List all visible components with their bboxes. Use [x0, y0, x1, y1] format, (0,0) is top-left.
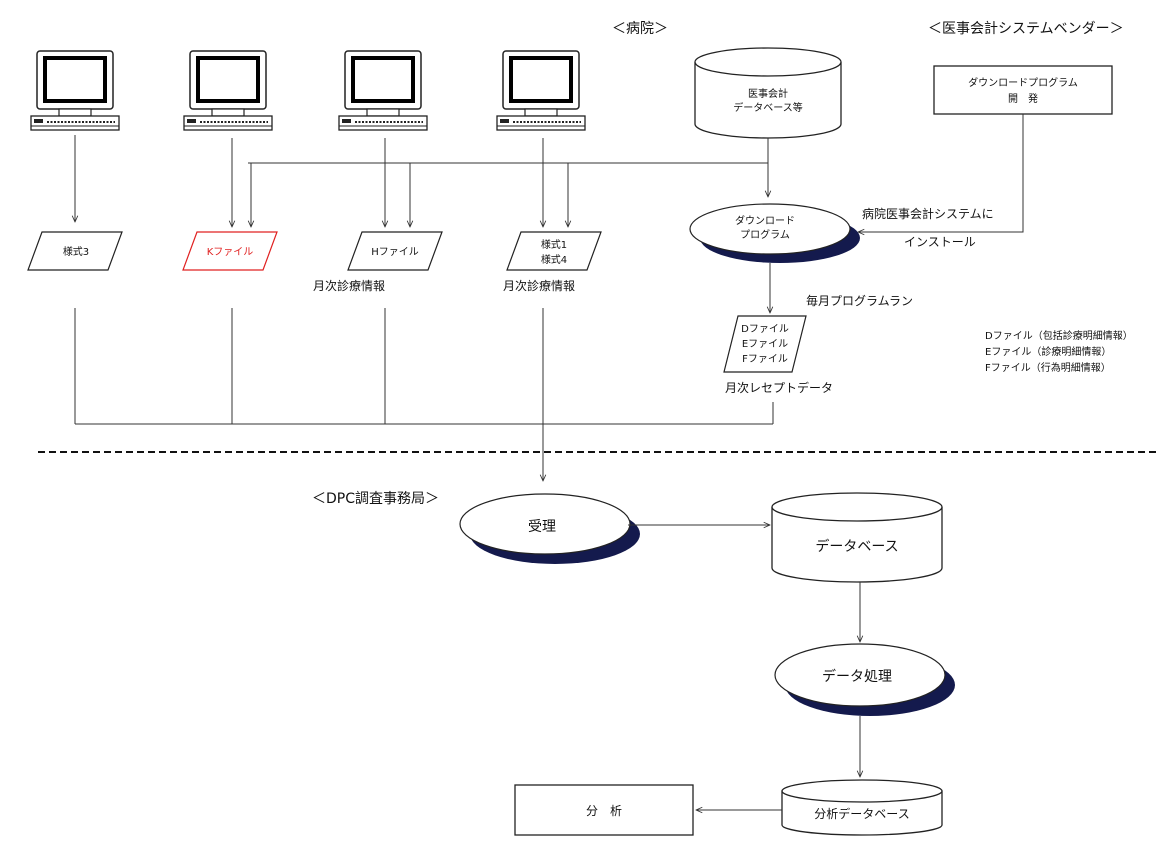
hospital-db-label-1: 医事会計: [748, 87, 788, 100]
install-arrow: [858, 114, 1024, 232]
legend-item: Eファイル（診療明細情報）: [985, 345, 1111, 358]
analysis-label: 分 析: [586, 804, 622, 818]
kfile-file: Kファイル: [182, 231, 278, 271]
program-development-box: ダウンロードプログラム 開 発: [933, 65, 1113, 115]
monthly-medical-info-caption-1: 月次診療情報: [313, 278, 385, 293]
legend-item: Dファイル（包括診療明細情報）: [985, 329, 1133, 342]
database-label: データベース: [815, 538, 898, 555]
computer-terminal-icon: [337, 49, 429, 132]
hfile-label: Hファイル: [371, 247, 419, 258]
hospital-header: ＜病院＞: [612, 21, 668, 37]
install-label-1: 病院医事会計システムに: [862, 206, 994, 221]
kfile-label: Kファイル: [207, 247, 254, 258]
monthly-receipt-data-caption: 月次レセプトデータ: [725, 380, 833, 395]
yoshiki14-file: 様式1 様式4: [506, 231, 602, 271]
yoshiki3-file: 様式3: [27, 231, 123, 271]
monthly-run-label: 毎月プログラムラン: [806, 293, 913, 308]
efile-label: Eファイル: [742, 339, 788, 350]
install-label-2: インストール: [904, 235, 976, 249]
download-program-label-1: ダウンロード: [735, 214, 795, 227]
hospital-database: 医事会計 データベース等: [694, 47, 842, 139]
computer-terminal-icon: [495, 49, 587, 132]
analysis-database: 分析データベース: [781, 779, 943, 836]
office-database: データベース: [771, 492, 943, 583]
dfile-label: Dファイル: [741, 324, 789, 335]
receive-label: 受理: [528, 519, 556, 535]
vendor-header: ＜医事会計システムベンダー＞: [928, 21, 1124, 37]
hfile-file: Hファイル: [347, 231, 443, 271]
yoshiki4-label: 様式4: [541, 253, 567, 266]
ffile-label: Fファイル: [742, 354, 788, 365]
dpc-office-header: ＜DPC調査事務局＞: [312, 491, 439, 507]
hospital-db-label-2: データベース等: [733, 101, 803, 114]
def-files: Dファイル Eファイル Fファイル: [723, 315, 807, 373]
legend-item: Fファイル（行為明細情報）: [985, 361, 1111, 374]
yoshiki3-label: 様式3: [63, 245, 89, 258]
monthly-medical-info-caption-2: 月次診療情報: [503, 278, 575, 293]
computer-terminal-icon: [29, 49, 121, 132]
processing-node: データ処理: [774, 643, 955, 716]
dev-box-label-2: 開 発: [1008, 92, 1038, 105]
download-program-label-2: プログラム: [740, 228, 790, 241]
analysis-db-label: 分析データベース: [814, 806, 909, 821]
computer-terminal-icon: [182, 49, 274, 132]
analysis-box: 分 析: [514, 784, 694, 836]
dev-box-label-1: ダウンロードプログラム: [968, 76, 1078, 89]
file-legend: Dファイル（包括診療明細情報） Eファイル（診療明細情報） Fファイル（行為明細…: [985, 329, 1133, 374]
yoshiki1-label: 様式1: [541, 238, 567, 251]
processing-label: データ処理: [822, 668, 892, 685]
download-program: ダウンロード プログラム: [689, 203, 860, 263]
receive-node: 受理: [459, 493, 640, 564]
